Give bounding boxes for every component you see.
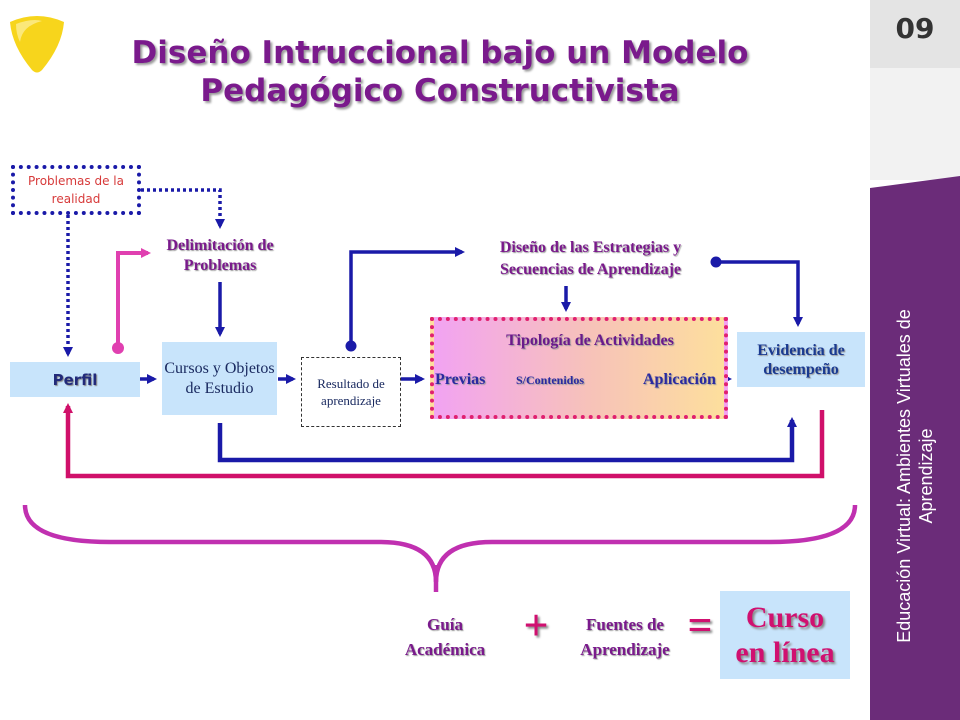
side-panel-light [870, 68, 960, 180]
node-aplicacion: Aplicación [643, 371, 716, 388]
node-perfil: Perfil [10, 362, 140, 397]
slide-number-panel [870, 0, 960, 68]
connector-dot-diseno [710, 256, 722, 268]
connector-dot-perfil [112, 342, 124, 354]
connector-dot-resultado [345, 340, 357, 352]
node-cursos: Cursos y Objetos de Estudio [162, 342, 277, 415]
node-problemas: Problemas de la realidad [11, 165, 141, 215]
curso-line-2: en línea [735, 636, 835, 669]
side-panel-purple [870, 176, 960, 720]
connector-feedback-blue [217, 417, 797, 463]
connector-resultado-diseno [349, 247, 465, 346]
slide-title: Diseño Intruccional bajo un Modelo Pedag… [131, 35, 749, 109]
node-diseno-estrategias: Diseño de las Estrategias y Secuencias d… [499, 239, 682, 278]
side-text-wrapper: Educación Virtual: Ambientes Virtuales d… [870, 176, 960, 720]
flow-connectors [22, 188, 858, 592]
connector-evidencia-diseno [716, 260, 803, 327]
plus-sign: + [523, 601, 549, 650]
node-fuentes-aprendizaje: Fuentes de Aprendizaje [580, 615, 670, 659]
slide-number: 09 [895, 12, 935, 45]
node-resultado: Resultado de aprendizaje [301, 357, 401, 427]
node-curso-en-linea: Curso en línea [720, 591, 850, 679]
equals-sign: = [687, 601, 713, 650]
node-guia-academica: Guía Académica [404, 615, 486, 659]
side-caption: Educación Virtual: Ambientes Virtuales d… [894, 309, 936, 643]
connector-problemas-delimitacion [141, 188, 225, 229]
curso-line-1: Curso [745, 601, 825, 634]
node-delimitacion: Delimitación de Problemas [166, 237, 274, 274]
brace [22, 504, 858, 583]
node-evidencia: Evidencia de desempeño [737, 332, 865, 387]
node-tipologia-box [430, 317, 728, 419]
connector-perfil-delimitacion [116, 248, 151, 348]
connector-feedback-magenta [63, 403, 825, 479]
node-tipologia-label: Tipología de Actividades [506, 332, 674, 349]
node-previas: Previas [435, 371, 486, 388]
node-s-contenidos: S/Contenidos [516, 373, 585, 387]
logo [10, 16, 64, 73]
